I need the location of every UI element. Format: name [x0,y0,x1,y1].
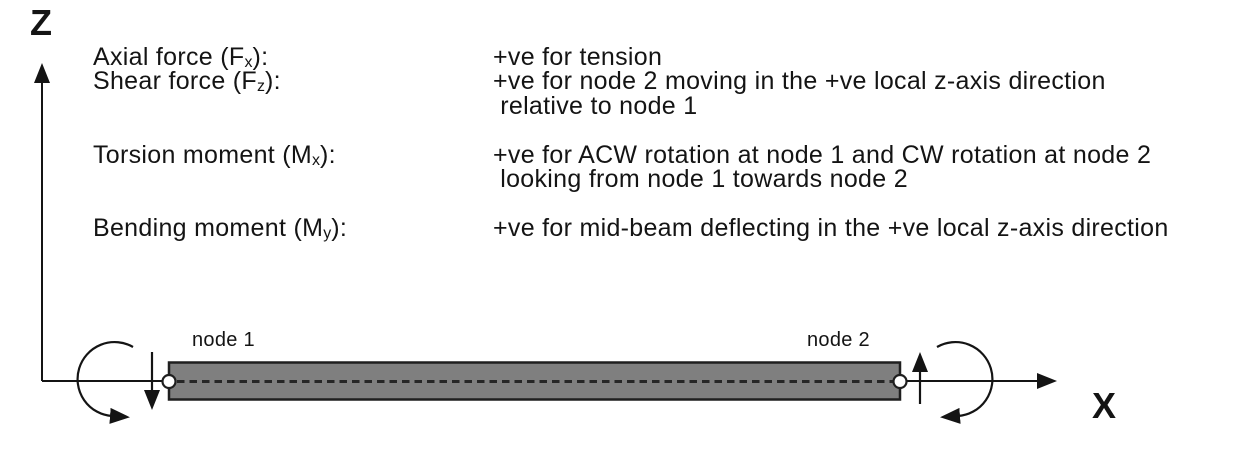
sign-convention-terms: Axial force (Fx): Shear force (Fz): Tors… [93,43,489,242]
subscript-y: y [323,224,332,242]
desc-shear-force-line2: relative to node 1 [493,91,698,120]
desc-axial-force: +ve for tension [493,43,663,71]
term-torsion-moment: Torsion moment (Mx): [93,140,336,169]
subscript-x: x [312,151,321,169]
term-shear-force: Shear force (Fz): [93,67,281,96]
desc-torsion-moment-line1: +ve for ACW rotation at node 1 and CW ro… [493,140,1152,169]
x-axis-label: X [1092,385,1117,426]
subscript-z: z [256,78,265,96]
subscript-x: x [244,53,253,71]
term-axial-force: Axial force (Fx): [93,43,269,71]
sign-convention-descriptions: +ve for tension +ve for node 2 moving in… [493,43,1213,242]
node1-label: node 1 [192,329,255,351]
term-bending-moment: Bending moment (My): [93,213,348,242]
node1-circle [161,373,177,390]
z-axis-label: Z [30,2,53,43]
desc-shear-force-line1: +ve for node 2 moving in the +ve local z… [493,67,1106,96]
node2-circle [892,373,908,390]
desc-bending-moment: +ve for mid-beam deflecting in the +ve l… [493,213,1169,242]
node2-label: node 2 [807,329,870,351]
desc-torsion-moment-line2: looking from node 1 towards node 2 [493,164,908,193]
node2-moment-arc [936,340,994,424]
node1-moment-arc [76,340,134,424]
